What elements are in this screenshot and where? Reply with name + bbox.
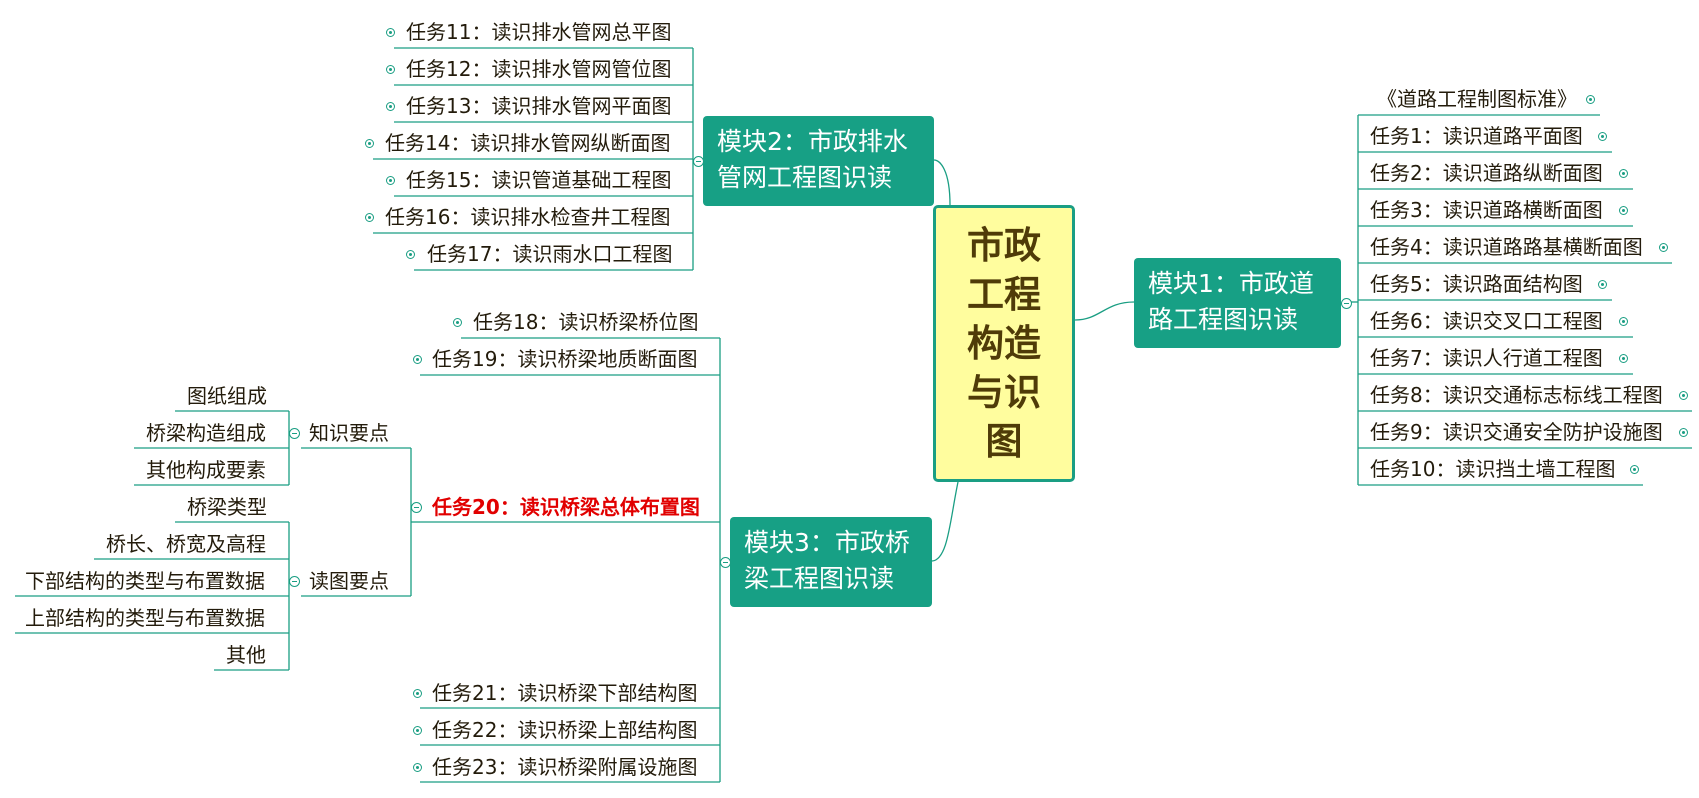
expand-icon[interactable]	[1619, 169, 1628, 178]
connector-line	[933, 159, 951, 206]
expand-icon[interactable]	[453, 318, 462, 327]
module-1-task[interactable]: 任务5：读识路面结构图	[1370, 272, 1583, 296]
connector-line	[931, 481, 959, 562]
expand-icon[interactable]	[1586, 95, 1595, 104]
reading-points-node[interactable]: 读图要点	[309, 569, 389, 593]
reading-point[interactable]: 桥梁类型	[187, 495, 267, 519]
module-3-task[interactable]: 任务18：读识桥梁桥位图	[473, 310, 699, 334]
expand-icon[interactable]	[386, 102, 395, 111]
module-1-task[interactable]: 任务6：读识交叉口工程图	[1370, 309, 1603, 333]
expand-icon[interactable]	[1630, 465, 1639, 474]
module-1-topic[interactable]: 模块1：市政道路工程图识读	[1134, 258, 1341, 348]
expand-icon[interactable]	[365, 139, 374, 148]
reading-point[interactable]: 桥长、桥宽及高程	[106, 532, 266, 556]
expand-icon[interactable]	[413, 726, 422, 735]
module-2-task[interactable]: 任务13：读识排水管网平面图	[406, 94, 672, 118]
expand-icon[interactable]	[413, 689, 422, 698]
central-topic[interactable]: 市政工程构造与识图	[933, 205, 1075, 482]
reading-point[interactable]: 下部结构的类型与布置数据	[25, 569, 265, 593]
collapse-icon[interactable]	[289, 428, 300, 439]
module-3-task[interactable]: 任务21：读识桥梁下部结构图	[432, 681, 698, 705]
knowledge-point[interactable]: 桥梁构造组成	[146, 421, 266, 445]
module-1-task[interactable]: 任务2：读识道路纵断面图	[1370, 161, 1603, 185]
module-3-task-20[interactable]: 任务20：读识桥梁总体布置图	[432, 495, 700, 519]
expand-icon[interactable]	[413, 355, 422, 364]
expand-icon[interactable]	[1619, 317, 1628, 326]
expand-icon[interactable]	[386, 176, 395, 185]
connector-line	[1074, 301, 1135, 321]
module-2-task[interactable]: 任务12：读识排水管网管位图	[406, 57, 672, 81]
expand-icon[interactable]	[1598, 132, 1607, 141]
expand-icon[interactable]	[1619, 206, 1628, 215]
module-1-task[interactable]: 任务9：读识交通安全防护设施图	[1370, 420, 1663, 444]
module-3-topic[interactable]: 模块3：市政桥梁工程图识读	[730, 517, 932, 607]
knowledge-point[interactable]: 其他构成要素	[146, 458, 266, 482]
knowledge-point[interactable]: 图纸组成	[187, 384, 267, 408]
collapse-icon[interactable]	[411, 502, 422, 513]
module-1-task[interactable]: 任务4：读识道路路基横断面图	[1370, 235, 1643, 259]
expand-icon[interactable]	[1619, 354, 1628, 363]
collapse-icon[interactable]	[693, 156, 704, 167]
module-1-task[interactable]: 任务8：读识交通标志标线工程图	[1370, 383, 1663, 407]
expand-icon[interactable]	[1659, 243, 1668, 252]
reading-point[interactable]: 其他	[226, 643, 266, 667]
reading-point[interactable]: 上部结构的类型与布置数据	[25, 606, 265, 630]
module-2-task[interactable]: 任务16：读识排水检查井工程图	[385, 205, 671, 229]
module-1-task[interactable]: 任务10：读识挡土墙工程图	[1370, 457, 1616, 481]
module-2-task[interactable]: 任务14：读识排水管网纵断面图	[385, 131, 671, 155]
module-2-task[interactable]: 任务17：读识雨水口工程图	[427, 242, 673, 266]
module-3-task[interactable]: 任务22：读识桥梁上部结构图	[432, 718, 698, 742]
module-1-task[interactable]: 《道路工程制图标准》	[1377, 87, 1577, 111]
module-2-task[interactable]: 任务11：读识排水管网总平图	[406, 20, 672, 44]
collapse-icon[interactable]	[1341, 298, 1352, 309]
module-2-task[interactable]: 任务15：读识管道基础工程图	[406, 168, 672, 192]
expand-icon[interactable]	[386, 65, 395, 74]
expand-icon[interactable]	[365, 213, 374, 222]
module-3-task[interactable]: 任务23：读识桥梁附属设施图	[432, 755, 698, 779]
module-1-task[interactable]: 任务1：读识道路平面图	[1370, 124, 1583, 148]
knowledge-points-node[interactable]: 知识要点	[309, 421, 389, 445]
expand-icon[interactable]	[1679, 428, 1688, 437]
expand-icon[interactable]	[413, 763, 422, 772]
expand-icon[interactable]	[1679, 391, 1688, 400]
module-2-topic[interactable]: 模块2：市政排水管网工程图识读	[703, 116, 934, 206]
collapse-icon[interactable]	[720, 557, 731, 568]
module-3-task[interactable]: 任务19：读识桥梁地质断面图	[432, 347, 698, 371]
expand-icon[interactable]	[1598, 280, 1607, 289]
module-1-task[interactable]: 任务3：读识道路横断面图	[1370, 198, 1603, 222]
module-1-task[interactable]: 任务7：读识人行道工程图	[1370, 346, 1603, 370]
collapse-icon[interactable]	[289, 576, 300, 587]
expand-icon[interactable]	[386, 28, 395, 37]
expand-icon[interactable]	[406, 250, 415, 259]
